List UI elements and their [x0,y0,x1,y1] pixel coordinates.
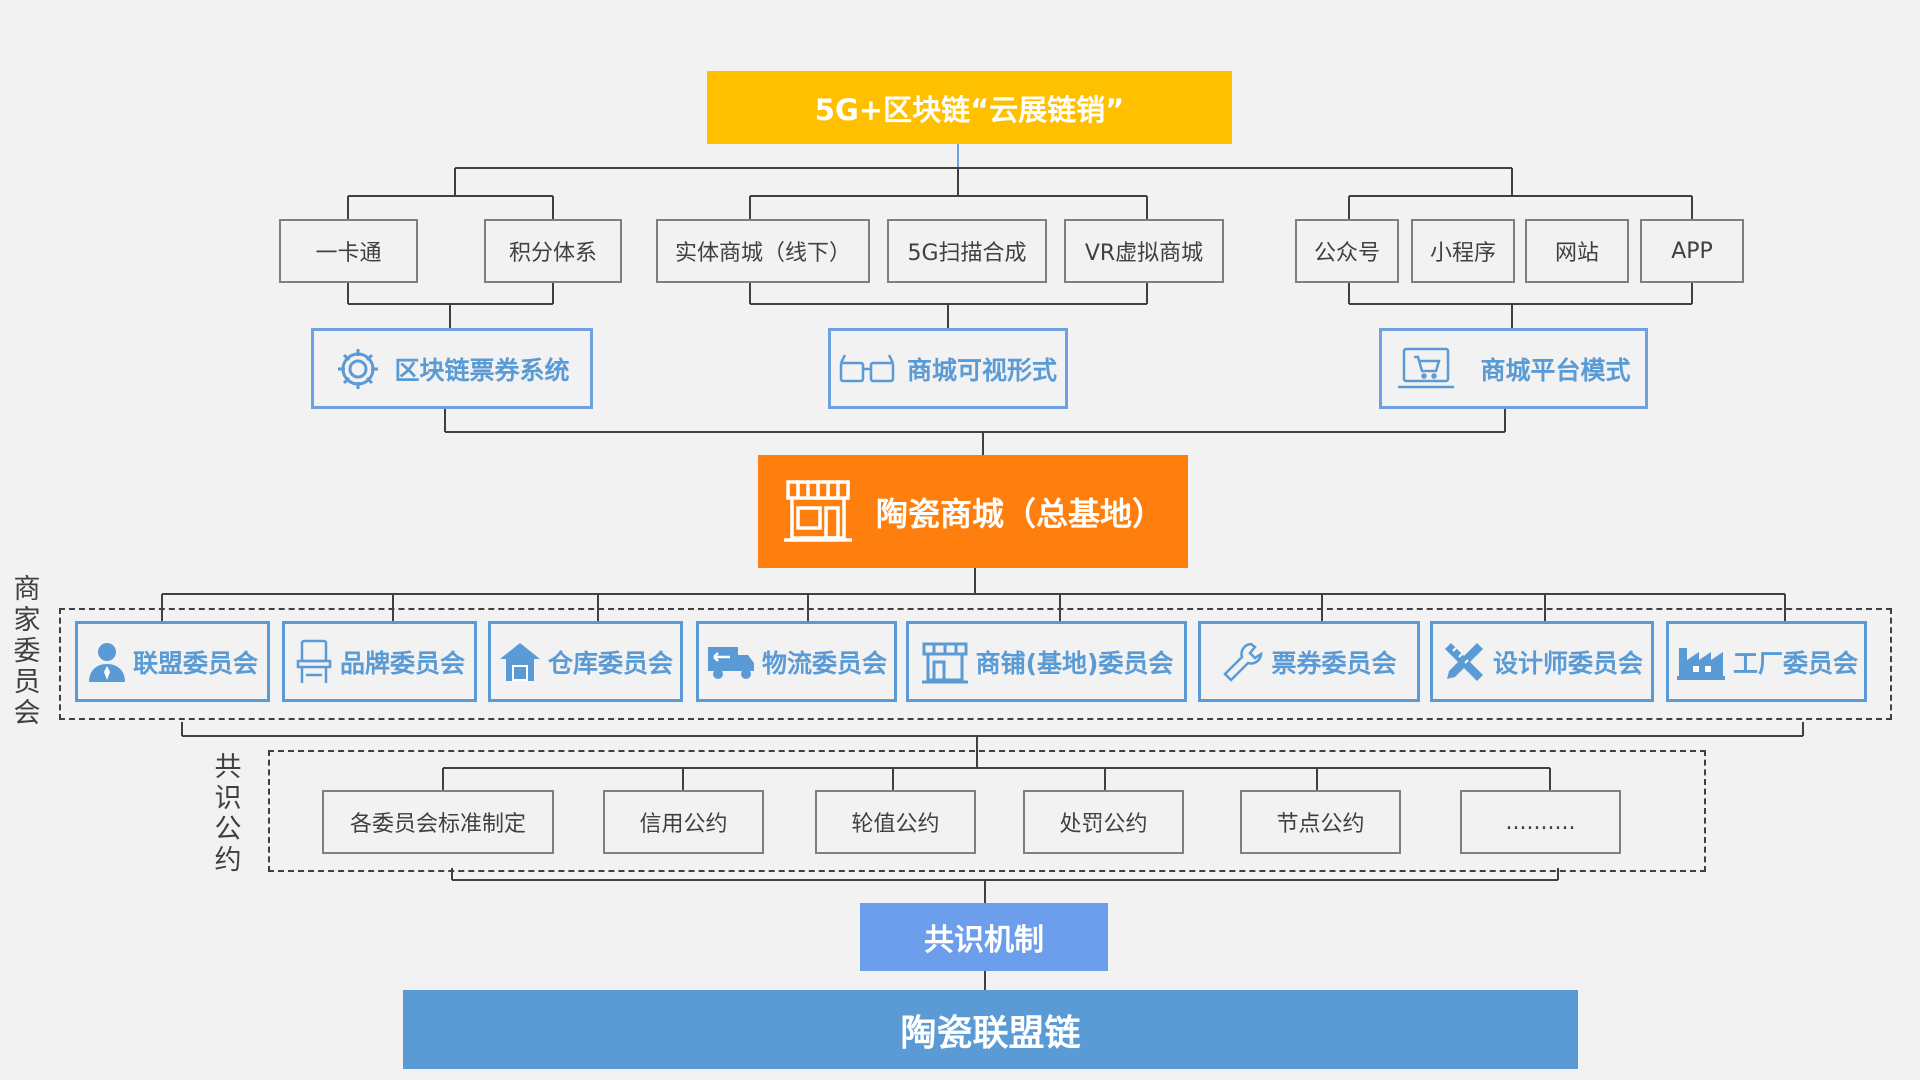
convention-penalty: 处罚公约 [1023,790,1184,854]
truck-icon [706,643,756,681]
committee-factory: 工厂委员会 [1666,621,1867,702]
channel-website: 网站 [1525,219,1629,283]
laptop-cart-icon [1396,345,1456,393]
committee-label: 商铺(基地)委员会 [975,648,1174,678]
gear-icon [334,345,382,393]
person-icon [87,640,127,684]
consensus-mechanism: 共识机制 [860,903,1108,971]
committee-ticket: 票券委员会 [1198,621,1420,702]
channel-physical-mall: 实体商城（线下） [656,219,870,283]
committee-label: 联盟委员会 [132,648,258,678]
system-label: 商城平台模式 [1480,355,1631,385]
channel-vr-mall: VR虚拟商城 [1064,219,1224,283]
channel-mini-program: 小程序 [1411,219,1515,283]
convention-rotation: 轮值公约 [815,790,976,854]
system-label: 区块链票券系统 [394,355,570,385]
shop-icon [920,640,970,684]
hub-label: 陶瓷商城（总基地） [875,494,1164,533]
committee-group-frame [59,608,1892,720]
wrench-icon [1221,640,1265,684]
committee-label: 工厂委员会 [1733,648,1859,678]
system-mall-platform: 商城平台模式 [1379,328,1648,409]
committee-label: 品牌委员会 [339,648,465,678]
system-label: 商城可视形式 [906,355,1057,385]
ruler-pencil-icon [1441,639,1487,685]
factory-icon [1675,642,1727,682]
diagram-title: 5G+区块链“云展链销” [707,71,1232,144]
committee-warehouse: 仓库委员会 [488,621,683,702]
convention-group-frame [268,750,1706,872]
ceramic-alliance-chain: 陶瓷联盟链 [403,990,1578,1069]
system-blockchain-ticket: 区块链票券系统 [311,328,593,409]
committee-shop: 商铺(基地)委员会 [906,621,1187,702]
hub-ceramic-mall: 陶瓷商城（总基地） [758,455,1188,568]
warehouse-icon [498,641,542,683]
channel-5g-scan: 5G扫描合成 [887,219,1047,283]
committee-section-label: 商家委员会 [13,574,41,729]
system-mall-visual: 商城可视形式 [828,328,1068,409]
committee-label: 设计师委员会 [1492,648,1643,678]
chair-icon [294,639,334,685]
convention-node: 节点公约 [1240,790,1401,854]
convention-committee-standards: 各委员会标准制定 [322,790,554,854]
convention-credit: 信用公约 [603,790,764,854]
committee-label: 仓库委员会 [547,648,673,678]
channel-one-card: 一卡通 [279,219,418,283]
channel-app: APP [1640,219,1744,283]
storefront-icon [782,478,854,546]
channel-points-system: 积分体系 [484,219,622,283]
channel-official-account: 公众号 [1295,219,1399,283]
committee-alliance: 联盟委员会 [75,621,270,702]
committee-designer: 设计师委员会 [1430,621,1654,702]
convention-more: .......... [1460,790,1621,854]
committee-label: 票券委员会 [1271,648,1397,678]
committee-brand: 品牌委员会 [282,621,477,702]
vr-glasses-icon [839,351,895,387]
committee-logistics: 物流委员会 [696,621,897,702]
committee-label: 物流委员会 [761,648,887,678]
convention-section-label: 共识公约 [214,752,242,876]
